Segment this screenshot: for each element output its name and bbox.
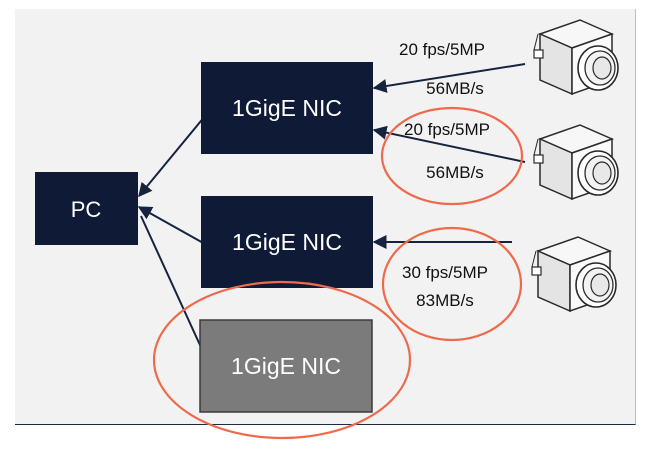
pc-label: PC [71,197,102,222]
spare-nic-highlight-ring [152,280,412,440]
camera2-rate-label: 20 fps/5MP [404,120,490,139]
nic2-label: 1GigE NIC [232,229,342,255]
camera3-rate-label: 30 fps/5MP [402,263,488,282]
camera1-link [372,63,526,93]
camera1-rate-label: 20 fps/5MP [399,40,485,59]
nic2-node: 1GigE NIC [201,196,373,288]
nic3-label: 1GigE NIC [231,353,341,379]
camera-icon [533,19,619,95]
camera1-bandwidth-label: 56MB/s [426,79,484,98]
nic2-to-pc-link [137,206,206,245]
camera-icon [531,236,617,312]
nic1-node: 1GigE NIC [201,62,373,154]
nic1-label: 1GigE NIC [232,95,342,121]
nic3-node: 1GigE NIC [199,319,373,413]
pc-node: PC [35,172,138,245]
camera3-bandwidth-label: 83MB/s [416,291,474,310]
nic3-to-pc-link [140,215,206,357]
camera2-highlight-ring [380,106,524,206]
nic1-to-pc-link [138,109,211,198]
camera2-link [372,125,526,163]
camera2-bandwidth-label: 56MB/s [426,163,484,182]
camera3-highlight-ring [381,226,523,342]
camera-icon [533,124,619,200]
